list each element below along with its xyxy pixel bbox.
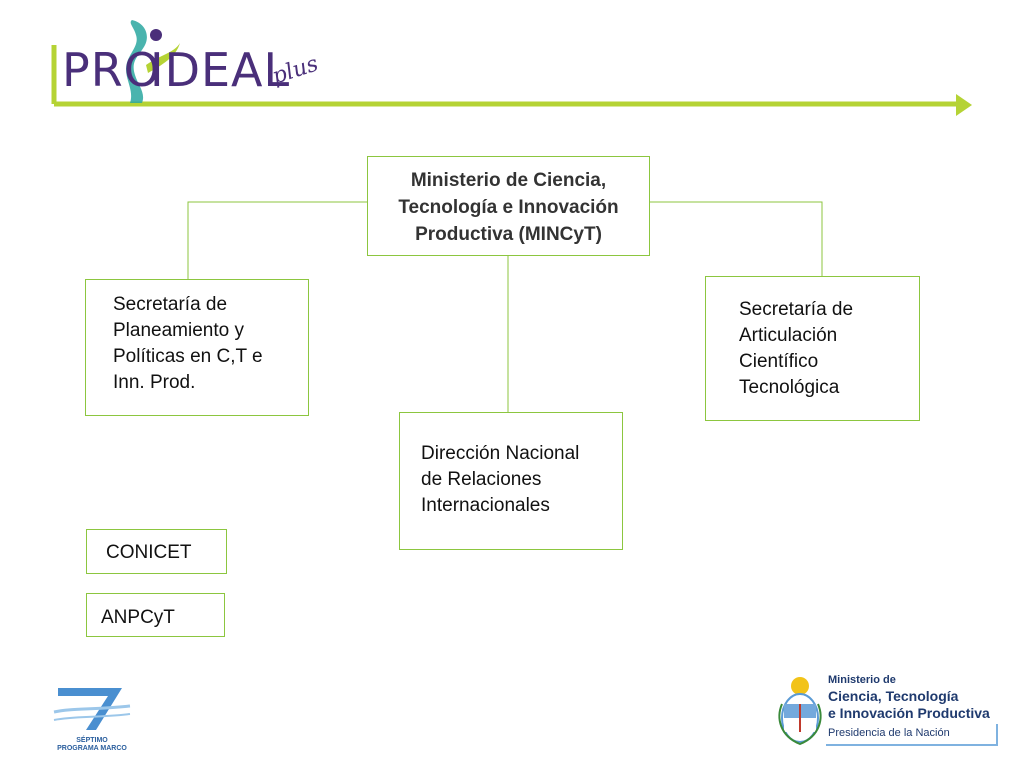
ministry-presidencia-frame: Presidencia de la Nación: [826, 724, 998, 746]
conicet-box: CONICET: [86, 529, 227, 574]
ministry-small-label: Ministerio de: [828, 674, 896, 686]
logo-word-right: IDEAL: [150, 43, 291, 97]
argentina-shield-icon: [778, 677, 822, 746]
anpcyt-box: ANPCyT: [86, 593, 225, 637]
secretaria-planeamiento-line1: Secretaría de: [113, 294, 228, 315]
fp7-line1: SÉPTIMO: [76, 737, 108, 744]
mincyt-box: Ministerio de Ciencia, Tecnología e Inno…: [367, 156, 650, 256]
secretaria-planeamiento-box: Secretaría de Planeamiento y Políticas e…: [85, 279, 309, 416]
ministry-presidencia: Presidencia de la Nación: [828, 727, 950, 739]
direccion-relaciones-line2: de Relaciones: [421, 469, 542, 490]
direccion-relaciones-line3: Internacionales: [421, 495, 550, 516]
anpcyt-label: ANPCyT: [101, 607, 175, 628]
secretaria-articulacion-line4: Tecnológica: [739, 377, 840, 398]
ministry-line2: e Innovación Productiva: [828, 705, 990, 721]
ministry-line1: Ciencia, Tecnología: [828, 688, 959, 704]
direccion-relaciones-box: Dirección Nacional de Relaciones Interna…: [399, 412, 623, 550]
logo-word-left: PRO: [62, 43, 161, 97]
mincyt-title: Ministerio de Ciencia, Tecnología e Inno…: [398, 170, 619, 245]
secretaria-articulacion-line3: Científico: [739, 351, 819, 372]
direccion-relaciones-line1: Dirección Nacional: [421, 443, 580, 464]
fp7-line2: PROGRAMA MARCO: [57, 745, 127, 752]
logo-figure-icon: [126, 20, 180, 103]
conicet-label: CONICET: [106, 542, 192, 563]
secretaria-planeamiento-line4: Inn. Prod.: [113, 372, 196, 393]
ministry-logo: Ministerio de Ciencia, Tecnología e Inno…: [776, 672, 998, 750]
secretaria-articulacion-line1: Secretaría de: [739, 299, 854, 320]
secretaria-articulacion-line2: Articulación: [739, 325, 838, 346]
secretaria-articulacion-box: Secretaría de Articulación Científico Te…: [705, 276, 920, 421]
secretaria-planeamiento-line2: Planeamiento y: [113, 320, 244, 341]
fp7-seven-icon: [53, 688, 131, 730]
secretaria-planeamiento-line3: Políticas en C,T e: [113, 346, 263, 367]
connector-left: [187, 201, 368, 280]
fp7-logo: SÉPTIMO PROGRAMA MARCO: [52, 682, 132, 752]
connector-right: [649, 201, 823, 277]
header-arrow-head: [956, 94, 972, 116]
logo-graphic: [51, 20, 972, 116]
